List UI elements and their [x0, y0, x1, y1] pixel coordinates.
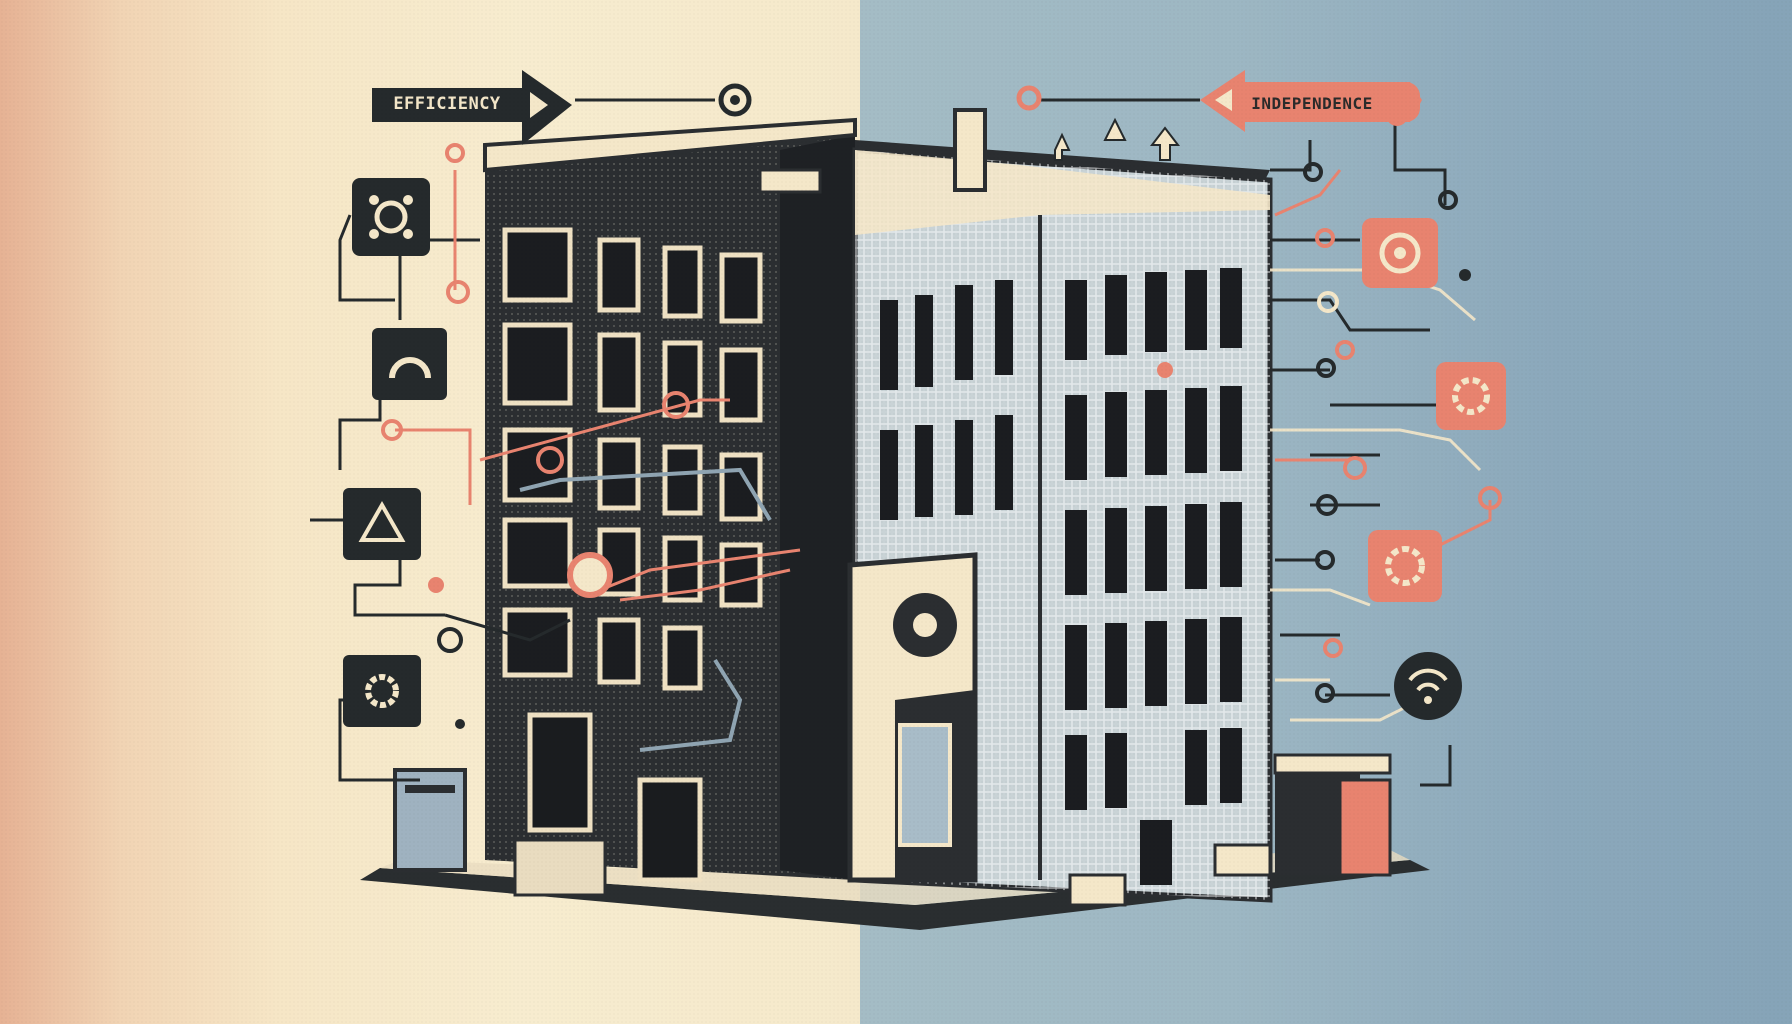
right-circuit-nodes [1016, 85, 1502, 703]
up-arrows [1054, 117, 1181, 161]
efficiency-arrow-tag [372, 70, 572, 145]
right-icon-wifi [1394, 652, 1462, 720]
right-building [847, 108, 1392, 907]
left-icon-triangle [343, 488, 421, 560]
left-circuit-lines [310, 98, 715, 782]
independence-arrow-tag [1200, 70, 1422, 132]
left-icon-headset [372, 328, 447, 400]
left-building [393, 117, 857, 897]
efficiency-label: EFFICIENCY [393, 94, 501, 114]
right-icon-gear [1368, 530, 1442, 602]
left-icon-sun [343, 655, 421, 727]
left-circuit-nodes [381, 83, 752, 729]
independence-label: INDEPENDENCE [1251, 94, 1373, 113]
bulb-icon [718, 83, 752, 117]
right-icon-settings [1362, 218, 1438, 288]
left-icon-network [352, 178, 430, 256]
right-icon-cog [1436, 362, 1506, 430]
